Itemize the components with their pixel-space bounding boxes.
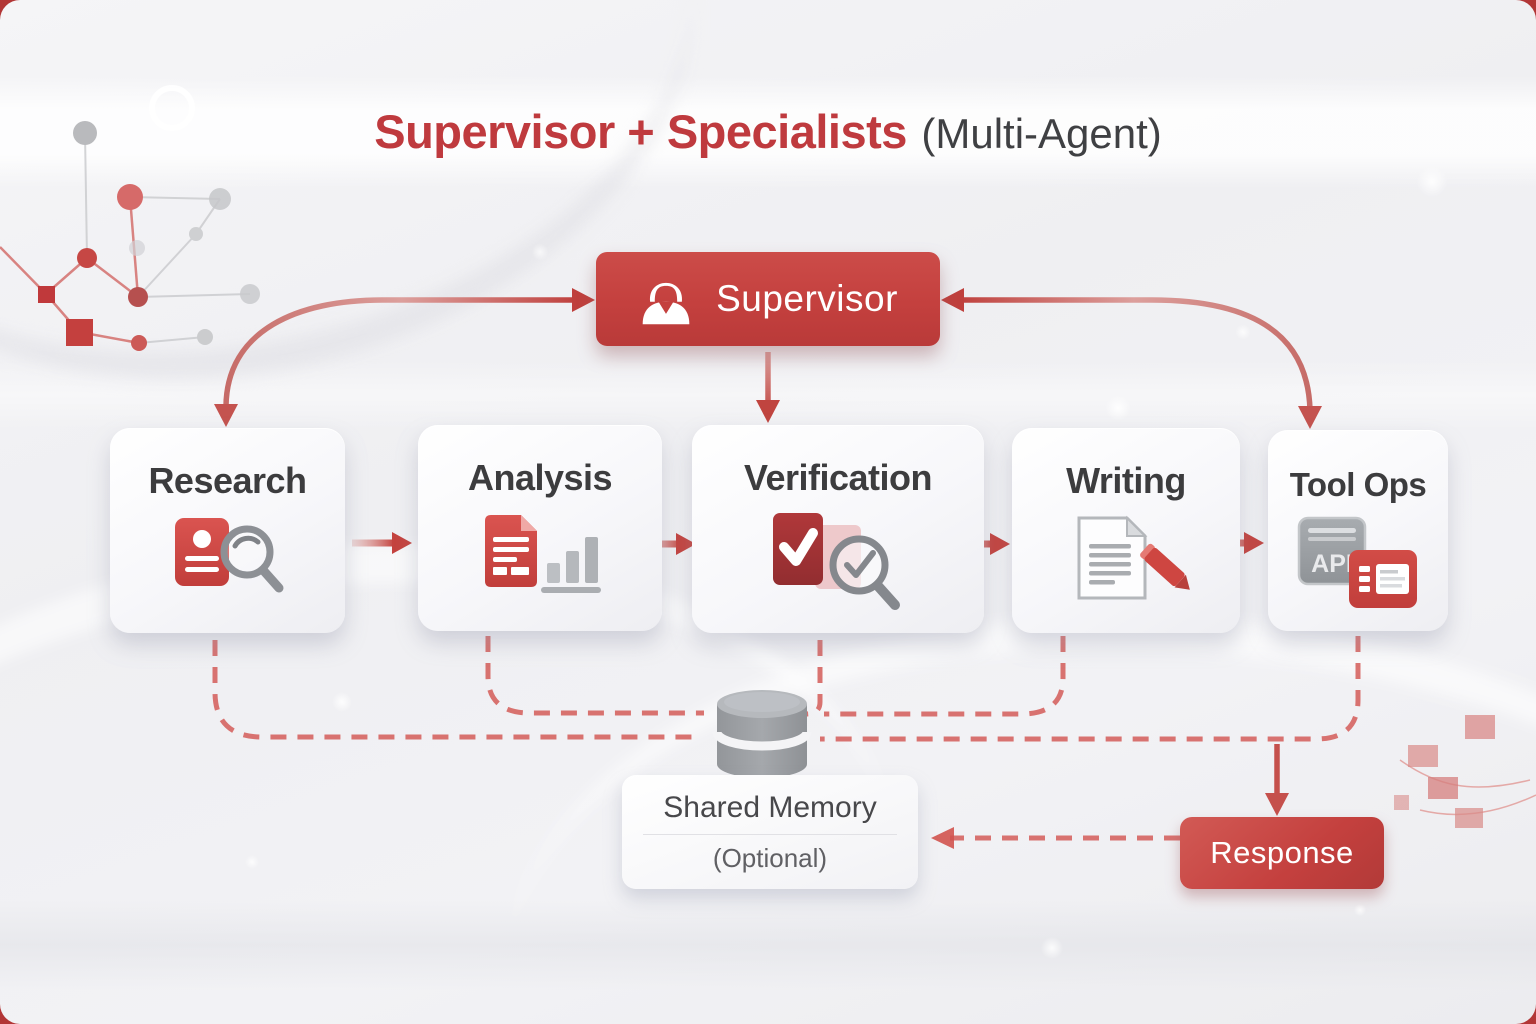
card-toolops-label: Tool Ops [1289, 466, 1427, 503]
shared-memory-title: Shared Memory [663, 790, 877, 824]
shared-memory-subtitle: (Optional) [712, 842, 828, 873]
card-research-label: Research [148, 460, 307, 501]
card-research: Research [110, 428, 345, 633]
supervisor-label: Supervisor [716, 278, 898, 319]
card-writing: Writing [1012, 428, 1240, 633]
document-pencil-icon [1077, 515, 1190, 600]
shared-memory-box: Shared Memory (Optional) [622, 775, 918, 889]
api-panel-icon: API [1297, 516, 1417, 608]
person-icon [642, 282, 690, 325]
card-analysis: Analysis [418, 425, 662, 631]
card-analysis-label: Analysis [467, 457, 613, 498]
id-card-magnifier-icon [174, 518, 283, 593]
checked-card-magnifier-icon [773, 513, 900, 610]
response-box: Response [1180, 817, 1384, 889]
supervisor-box: Supervisor [596, 252, 940, 346]
dashed-research-memory [212, 640, 702, 740]
arrow-toolops-supervisor [941, 288, 1322, 429]
card-verification-label: Verification [743, 457, 933, 498]
card-toolops: Tool Ops API [1268, 430, 1448, 631]
squares-decoration [1394, 715, 1536, 828]
arrow-research-analysis [352, 532, 412, 554]
network-graph-decoration [0, 85, 260, 351]
arrow-research-supervisor [214, 288, 595, 427]
api-label: API [1311, 550, 1353, 578]
dashed-response-memory-arrowhead [931, 827, 954, 849]
card-writing-label: Writing [1066, 460, 1186, 501]
arrow-supervisor-verification [756, 352, 780, 423]
divider [642, 833, 898, 835]
database-icon [712, 690, 812, 778]
wave-decoration [0, 0, 763, 470]
page-title: Supervisor + Specialists (Multi-Agent) [0, 104, 1536, 159]
mid-highlight-band [0, 360, 1536, 430]
dashed-analysis-memory [485, 636, 704, 716]
dashed-toolops-memory [820, 636, 1361, 742]
card-verification: Verification [692, 425, 984, 633]
response-label: Response [1210, 835, 1354, 870]
arrow-toolops-response [1265, 744, 1289, 816]
lower-shadow-band [0, 900, 1536, 990]
dashed-writing-memory [824, 636, 1066, 717]
title-suffix: (Multi-Agent) [921, 110, 1162, 157]
document-bar-chart-icon [485, 515, 601, 593]
title-main: Supervisor + Specialists [374, 105, 907, 158]
